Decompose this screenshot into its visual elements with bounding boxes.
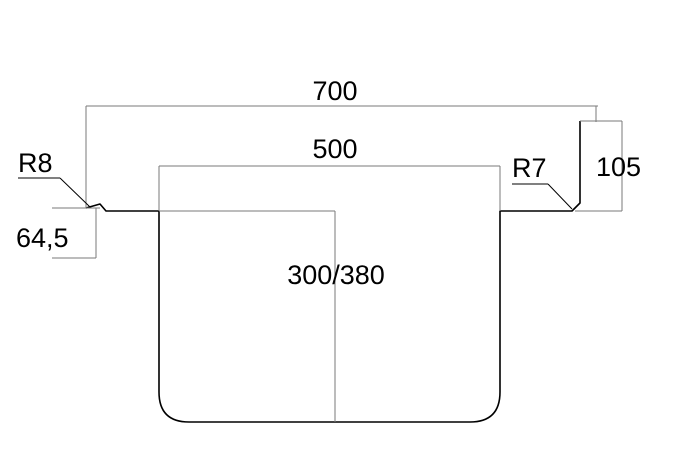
ledge-height-dimension: 64,5 <box>16 207 100 259</box>
radius-left-label: R8 <box>18 148 53 178</box>
rim-height-label: 105 <box>596 152 641 182</box>
bowl-width-label: 500 <box>312 134 357 164</box>
depth-label: 300/380 <box>287 260 385 290</box>
ledge-height-label: 64,5 <box>16 223 69 253</box>
radius-left-leader-line <box>59 177 91 208</box>
bowl-width-dimension: 500 <box>158 134 501 211</box>
rim-height-dimension: 105 <box>575 120 641 212</box>
overall-width-label: 700 <box>312 76 357 106</box>
radius-right-callout: R7 <box>512 153 573 210</box>
radius-right-leader-line <box>547 183 573 210</box>
overall-width-dimension: 700 <box>85 76 598 208</box>
radius-right-label: R7 <box>512 153 547 183</box>
depth-dimension: 300/380 <box>159 210 385 422</box>
sink-profile-outline <box>85 121 581 423</box>
radius-left-callout: R8 <box>18 148 91 208</box>
